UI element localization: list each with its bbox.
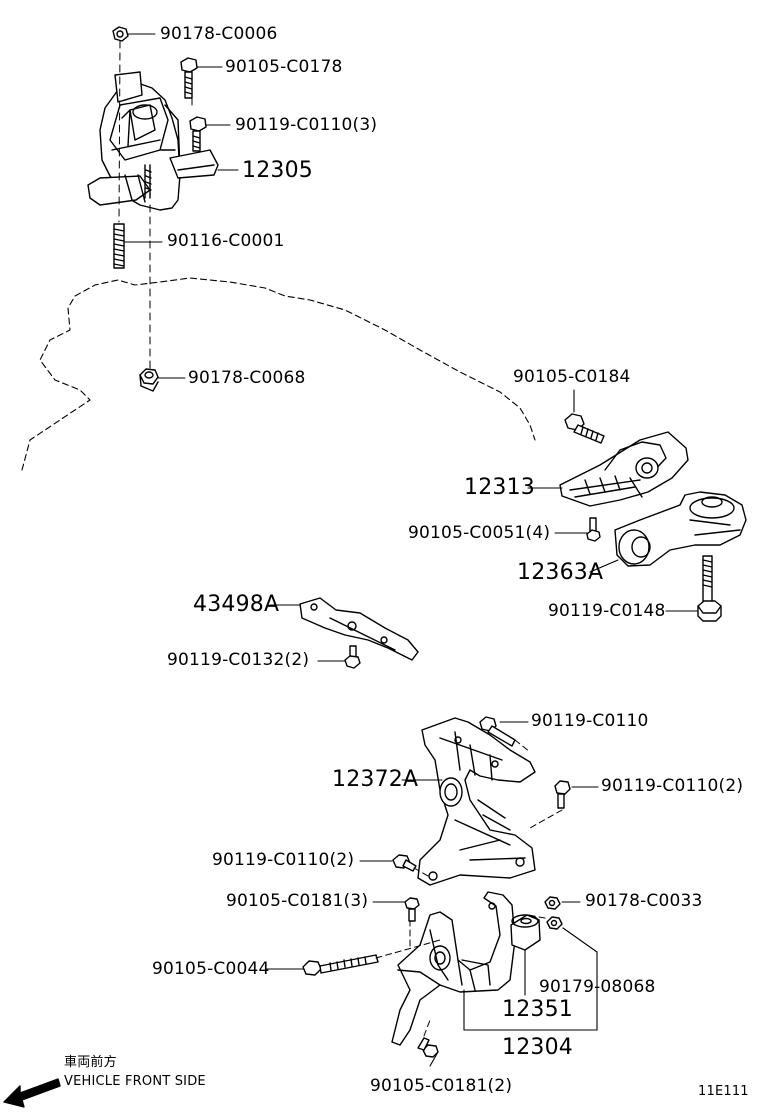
bolt-icon xyxy=(344,645,361,669)
part-label: 90178-C0033 xyxy=(585,891,703,911)
alignment-guides xyxy=(118,40,193,369)
part-label: 90119-C0132(2) xyxy=(167,650,310,670)
part-label: 90119-C0110(3) xyxy=(235,115,378,135)
part-label: 90119-C0110(2) xyxy=(601,776,744,796)
alignment-guides xyxy=(375,914,546,1037)
part-label: 12372A xyxy=(332,767,419,792)
front-direction-label: VEHICLE FRONT SIDE xyxy=(64,1074,206,1089)
torque-rod-12363A xyxy=(614,491,747,567)
bracket-43498A xyxy=(299,597,419,661)
bracket-12304 xyxy=(391,891,516,1046)
nut-icon xyxy=(139,368,159,392)
nut-icon xyxy=(112,26,129,42)
part-label: 90178-C0068 xyxy=(188,368,306,388)
upper-mount-assembly xyxy=(87,26,219,392)
bolt-icon xyxy=(697,555,722,622)
part-label: 90105-C0044 xyxy=(152,959,270,979)
part-label: 90105-C0184 xyxy=(513,367,631,387)
bracket-12372A xyxy=(417,717,536,886)
part-label: 90179-08068 xyxy=(539,977,656,997)
engine-outline xyxy=(21,277,536,471)
part-label: 90105-C0178 xyxy=(225,57,343,77)
part-label: 90119-C0110(2) xyxy=(212,850,355,870)
bolt-icon xyxy=(180,57,198,99)
bolt-icon xyxy=(302,954,379,976)
part-label: 12304 xyxy=(502,1035,573,1060)
front-direction-arrow xyxy=(3,1078,61,1108)
part-label: 90178-C0006 xyxy=(160,24,278,44)
bracket-12313 xyxy=(559,431,689,507)
bolt-icon xyxy=(417,1037,439,1058)
leader-lines xyxy=(359,721,599,862)
nut-icon xyxy=(544,896,561,910)
part-label: 43498A xyxy=(193,592,280,617)
bushing-12351 xyxy=(510,914,541,951)
bolt-icon xyxy=(392,854,417,872)
bolt-icon xyxy=(554,780,571,809)
leader-lines xyxy=(124,33,239,379)
bolt-icon xyxy=(404,897,420,922)
part-label: 90119-C0110 xyxy=(531,711,649,731)
stud-bolt-icon xyxy=(113,223,125,269)
part-label: 90105-C0051(4) xyxy=(408,523,551,543)
front-direction-label-jp: 車両前方 xyxy=(64,1055,117,1070)
figure-id: 11E111 xyxy=(698,1084,749,1099)
part-label: 12305 xyxy=(242,158,313,183)
leader-lines xyxy=(269,604,346,662)
bolt-icon xyxy=(586,517,601,542)
part-label: 90116-C0001 xyxy=(167,231,285,251)
part-label: 90119-C0148 xyxy=(548,601,666,621)
part-label: 12351 xyxy=(502,997,573,1022)
leader-lines xyxy=(266,901,598,1067)
bolt-icon xyxy=(564,413,605,444)
part-label: 12313 xyxy=(464,475,535,500)
bolt-icon xyxy=(189,116,207,152)
part-label: 90105-C0181(3) xyxy=(226,891,369,911)
nut-icon xyxy=(546,916,563,930)
leader-lines xyxy=(527,487,699,612)
part-label: 90105-C0181(2) xyxy=(370,1076,513,1096)
part-label: 12363A xyxy=(517,560,604,585)
bolt-icon xyxy=(479,716,516,747)
right-mount-assembly xyxy=(527,389,747,622)
